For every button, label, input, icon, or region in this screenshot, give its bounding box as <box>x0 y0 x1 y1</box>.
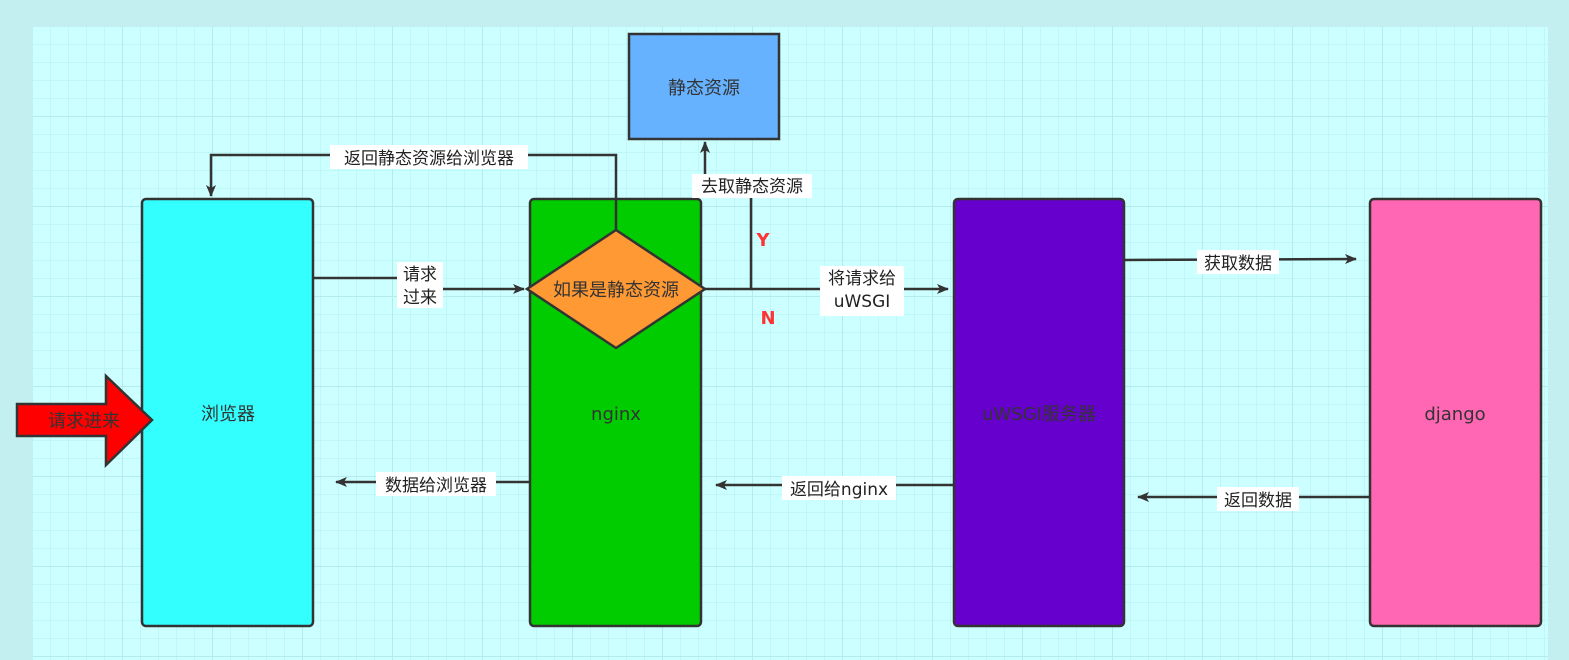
django-label: django <box>1424 404 1485 425</box>
return-static-label: 返回静态资源给浏览器 <box>344 149 514 169</box>
request-in-label: 请求进来 <box>48 411 120 432</box>
data-to-browser-label-bg <box>376 472 496 496</box>
uwsgi-node[interactable]: uWSGI服务器 <box>952 197 1126 628</box>
request-in-arrow: 请求进来 <box>15 373 154 468</box>
to-uwsgi-label-line1: 将请求给 <box>828 269 896 289</box>
get-data-label: 获取数据 <box>1204 254 1272 274</box>
no-label: N <box>760 308 775 329</box>
static-resource-node[interactable]: 静态资源 <box>627 32 781 141</box>
return-data-label: 返回数据 <box>1224 491 1292 511</box>
request-label-bg <box>397 262 443 308</box>
uwsgi-label: uWSGI服务器 <box>982 404 1096 425</box>
return-to-nginx-label: 返回给nginx <box>790 480 888 500</box>
decision-node[interactable]: 如果是静态资源 <box>524 228 708 350</box>
request-label-line2: 过来 <box>403 288 437 308</box>
browser-node[interactable]: 浏览器 <box>140 197 315 628</box>
yes-label: Y <box>755 230 770 251</box>
fetch-static-edge <box>700 141 753 291</box>
to-uwsgi-label-bg <box>820 266 904 316</box>
nginx-label: nginx <box>591 404 641 425</box>
fetch-static-label: 去取静态资源 <box>701 177 803 197</box>
return-data-label-bg <box>1217 487 1299 511</box>
django-node[interactable]: django <box>1368 197 1543 628</box>
decision-label: 如果是静态资源 <box>553 280 679 301</box>
to-uwsgi-label-line2: uWSGI <box>834 292 891 312</box>
request-label-line1: 请求 <box>403 265 437 285</box>
static-resource-label: 静态资源 <box>668 78 740 99</box>
get-data-label-bg <box>1197 250 1279 274</box>
return-to-nginx-label-bg <box>782 476 896 500</box>
return-static-label-bg <box>330 145 528 169</box>
data-to-browser-label: 数据给浏览器 <box>385 476 487 496</box>
fetch-static-label-bg <box>692 174 812 198</box>
browser-label: 浏览器 <box>201 404 255 425</box>
